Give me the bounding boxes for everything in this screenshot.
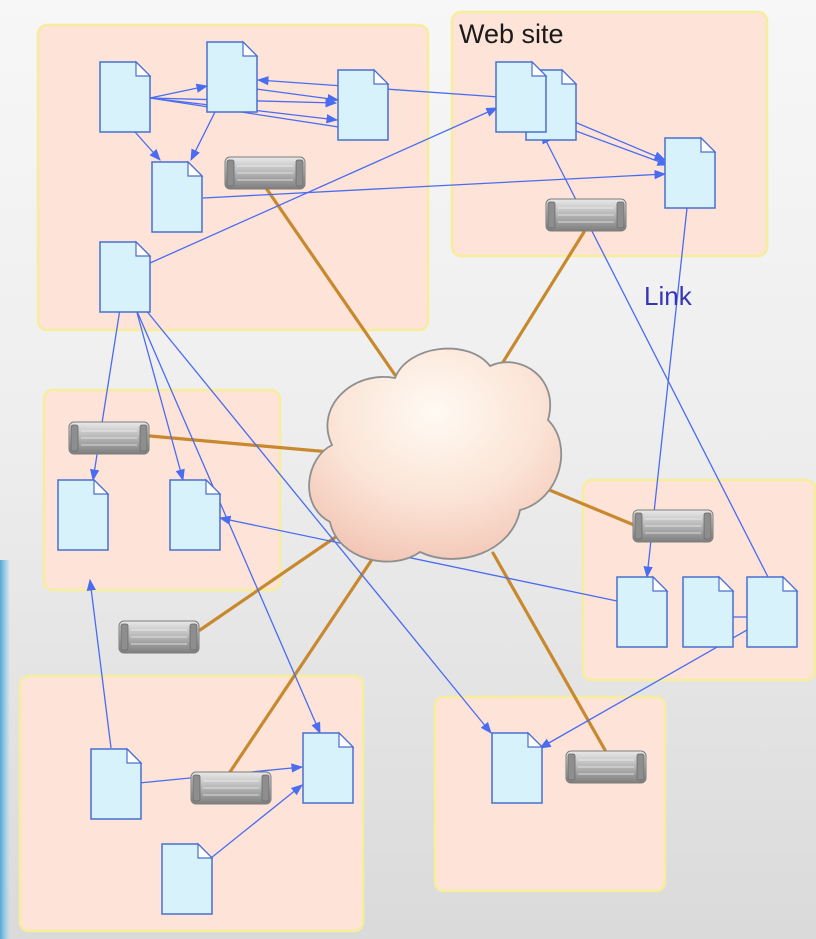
- server-icon: [190, 771, 272, 805]
- document-icon: [491, 731, 544, 804]
- document-icon: [664, 136, 717, 209]
- documents-layer: [57, 40, 799, 915]
- document-icon: [746, 575, 799, 648]
- hyperlink-arrow: [149, 83, 209, 99]
- hyperlink-arrow: [202, 169, 667, 199]
- web-site-label: Web site: [459, 19, 564, 49]
- hyperlink-arrow: [149, 97, 360, 134]
- hyperlink-arrow: [134, 131, 161, 161]
- slide-edge-accent: [0, 560, 10, 939]
- web-site-region-bottom-center: [433, 695, 667, 893]
- uplink-connection: [491, 551, 607, 752]
- document-icon: [57, 478, 110, 551]
- web-site-region-bottom-left: [18, 674, 365, 933]
- hyperlink-arrow: [255, 88, 340, 104]
- document-icon: [90, 747, 143, 820]
- document-icon: [337, 68, 390, 141]
- hyperlink-arrow: [210, 784, 303, 859]
- uplink-connection: [493, 230, 586, 377]
- server-icon: [68, 421, 150, 455]
- internet-cloud-icon: [308, 347, 563, 563]
- server-icon: [224, 156, 306, 190]
- document-icon: [151, 160, 204, 233]
- document-icon: [302, 731, 355, 804]
- document-icon: [99, 60, 152, 133]
- document-icon: [169, 478, 222, 551]
- uplink-connection: [148, 434, 332, 454]
- server-icon: [632, 509, 714, 543]
- server-icon: [545, 198, 627, 232]
- hyperlink-arrow: [135, 308, 321, 735]
- uplink-connection: [198, 530, 345, 632]
- document-icon: [616, 575, 669, 648]
- document-icon: [161, 842, 214, 915]
- uplink-connection: [228, 553, 377, 774]
- hyperlink-arrow: [135, 308, 185, 482]
- server-icon: [565, 750, 647, 784]
- server-icon: [118, 620, 200, 654]
- servers-layer: [68, 156, 714, 805]
- hyperlink-arrow: [218, 515, 618, 602]
- document-icon: [495, 60, 548, 133]
- uplink-connection: [264, 186, 397, 377]
- hyperlink-arrow: [86, 578, 112, 749]
- hyperlink-arrow: [149, 107, 499, 264]
- hyperlink-arrow: [190, 105, 219, 162]
- link-label: Link: [644, 281, 693, 311]
- document-icon: [682, 575, 735, 648]
- hyperlink-arrow: [144, 308, 492, 734]
- document-icon: [206, 40, 259, 113]
- document-icon: [99, 240, 152, 313]
